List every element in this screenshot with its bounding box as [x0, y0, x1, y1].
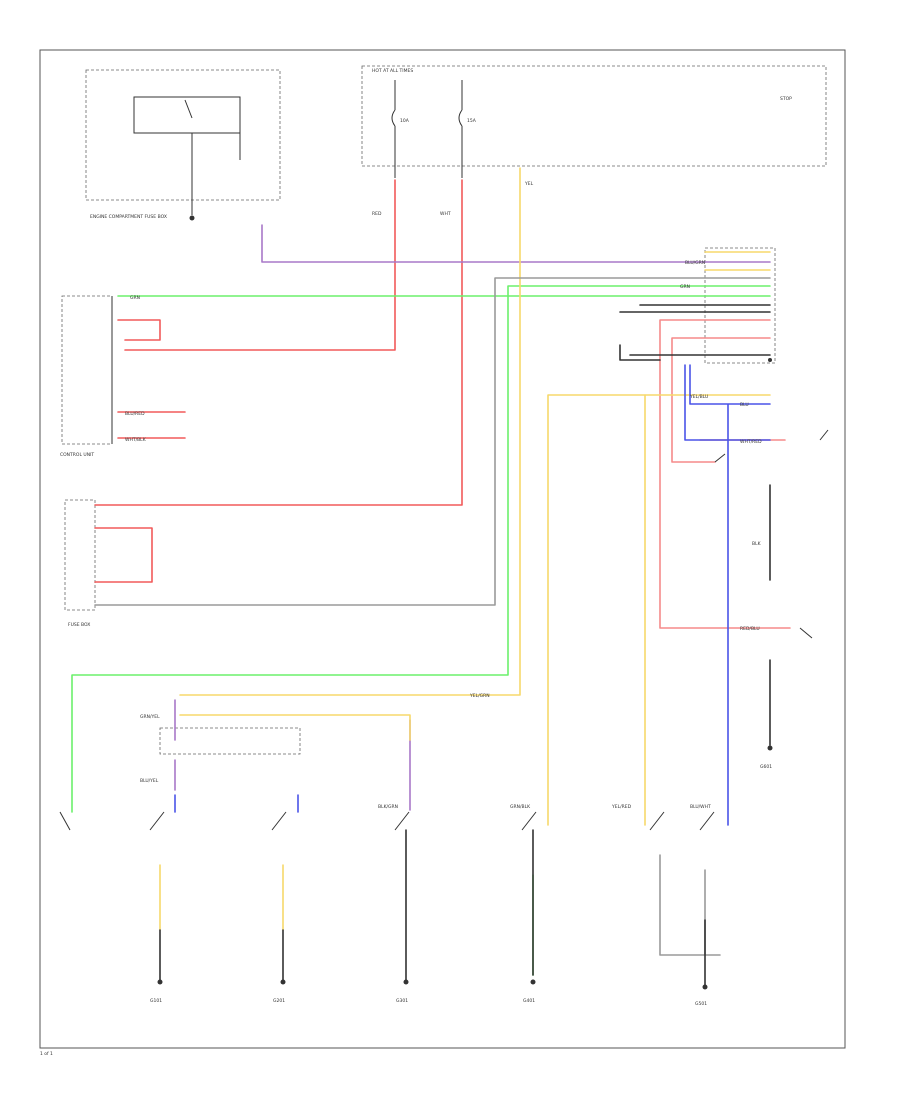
- grounds: G101 G201 G301 G401 G501 G601: [150, 745, 773, 1007]
- fuse-a-label: 10A: [400, 118, 410, 124]
- blue-wire: [174, 364, 771, 826]
- left-connector-upper: CONTROL UNIT: [60, 295, 113, 458]
- label-blk: BLK: [752, 541, 762, 547]
- gray-wire-1: [94, 277, 771, 606]
- label-yel: YEL: [524, 181, 534, 187]
- label-blk-grn: BLK/GRN: [378, 804, 398, 810]
- black-wire-3: [159, 829, 706, 986]
- fuse-panel: HOT AT ALL TIMES 10A 15A STOP: [361, 65, 827, 178]
- page-reference: 1 of 1: [40, 1051, 53, 1057]
- label-wht-blk: WHT/BLK: [125, 437, 147, 443]
- yellow-wire-3: [644, 251, 771, 826]
- ground-g201: [280, 979, 286, 985]
- ground-g401-label: G401: [523, 998, 535, 1004]
- wires: [71, 167, 791, 986]
- label-grn-blk: GRN/BLK: [510, 804, 531, 810]
- label-wht: WHT: [440, 211, 451, 217]
- red-wire-1: [117, 179, 396, 351]
- fuse-panel-label: HOT AT ALL TIMES: [372, 68, 413, 74]
- ground-g101: [157, 979, 163, 985]
- engine-compartment-box: ENGINE COMPARTMENT FUSE BOX: [85, 69, 281, 221]
- pink-wire-2: [671, 337, 771, 463]
- label-grn-yel: GRN/YEL: [140, 714, 160, 720]
- yellow-wire-2: [547, 394, 771, 826]
- label-grn: GRN: [130, 295, 140, 301]
- pink-wire-1: [659, 319, 791, 629]
- label-red: RED: [372, 211, 382, 217]
- gray-wire-2: [659, 854, 721, 956]
- fuse-b-label: 15A: [467, 118, 477, 124]
- label-yel-grn: YEL/GRN: [469, 693, 490, 699]
- ground-g501: [702, 984, 708, 990]
- label-yel-blu: YEL/BLU: [689, 394, 708, 400]
- bottom-connector: [159, 727, 301, 755]
- wire-labels: RED WHT YEL GRN GRN BLU BLK BLU/GRN YEL/…: [125, 181, 762, 810]
- ground-g301: [403, 979, 409, 985]
- switches: [59, 429, 829, 831]
- ground-g401: [530, 979, 536, 985]
- black-wire-1: [619, 304, 771, 361]
- red-wire-2: [94, 179, 463, 583]
- label-blu-grn: BLU/GRN: [685, 260, 705, 266]
- ground-g201-label: G201: [273, 998, 285, 1004]
- stop-label: STOP: [780, 96, 792, 102]
- ground-g101-label: G101: [150, 998, 162, 1004]
- red-wire-3: [117, 411, 186, 439]
- yellow-wire-1: [179, 167, 521, 696]
- label-wht-red: WHT/RED: [740, 439, 762, 445]
- label-blu-wht: BLU/WHT: [690, 804, 711, 810]
- diagram-frame: [39, 49, 846, 1049]
- ground-g601: [767, 745, 773, 751]
- label-blu-yel: BLU/YEL: [140, 778, 159, 784]
- label-red-blu: RED/BLU: [740, 626, 760, 632]
- ground-g601-label: G601: [760, 764, 772, 770]
- green-wire-2: [71, 285, 771, 813]
- label-yel-red: YEL/RED: [611, 804, 632, 810]
- yellow-wire-4: [159, 714, 411, 931]
- label-blu-red: BLU/RED: [125, 411, 145, 417]
- lower-box-label: FUSE BOX: [68, 622, 90, 628]
- purple-wire: [174, 224, 771, 811]
- engine-box-label: ENGINE COMPARTMENT FUSE BOX: [90, 214, 167, 220]
- control-unit-label: CONTROL UNIT: [60, 452, 94, 458]
- left-connector-lower: FUSE BOX: [64, 499, 96, 628]
- ground-g501-label: G501: [695, 1001, 707, 1007]
- label-grn-right: GRN: [680, 284, 690, 290]
- label-blu: BLU: [740, 402, 749, 408]
- ground-g301-label: G301: [396, 998, 408, 1004]
